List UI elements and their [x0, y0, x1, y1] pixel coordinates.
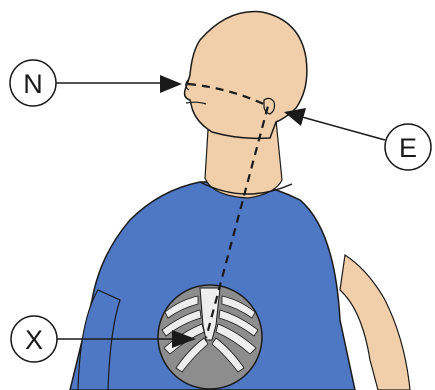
callout-n: N: [10, 60, 182, 106]
head: [185, 12, 307, 139]
callout-e-label: E: [399, 133, 417, 163]
callout-n-label: N: [23, 69, 43, 99]
arrowhead-n: [160, 75, 182, 93]
callout-e: E: [284, 108, 431, 170]
callout-x-label: X: [25, 325, 43, 355]
